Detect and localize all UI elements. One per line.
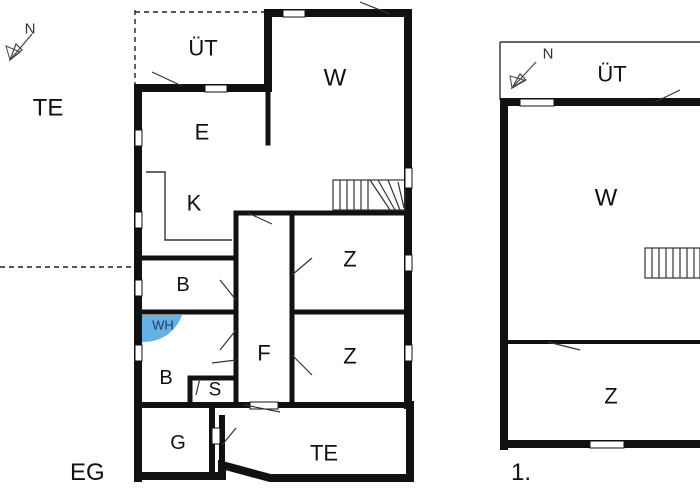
room-label-bedroom-lower: Z bbox=[343, 344, 356, 369]
stairs-ground bbox=[332, 179, 406, 211]
compass-icon bbox=[5, 33, 33, 62]
room-label-hallway: F bbox=[257, 341, 270, 366]
room-label-bedroom-first: Z bbox=[604, 384, 617, 409]
room-label-bath-lower: B bbox=[159, 367, 172, 389]
room-label-living-first: W bbox=[595, 185, 618, 212]
inner-walls bbox=[139, 85, 411, 408]
compass-north-label-first: N bbox=[543, 46, 554, 63]
compass-icon-first bbox=[509, 61, 537, 90]
room-label-terrace-west: TE bbox=[33, 95, 64, 122]
room-label-garage: G bbox=[170, 432, 186, 454]
kitchen-counter bbox=[146, 171, 232, 241]
compass-north-label: N bbox=[25, 21, 36, 38]
room-label-bedroom-upper: Z bbox=[343, 247, 356, 272]
door-swings-ground bbox=[151, 1, 391, 446]
balcony-outline bbox=[499, 41, 700, 100]
room-label-bath-upper: B bbox=[176, 274, 189, 296]
room-label-terrace-south: TE bbox=[310, 441, 338, 466]
door-swings-first bbox=[547, 89, 681, 351]
room-label-outside-top: ÜT bbox=[188, 36, 217, 61]
terrace-west-outline bbox=[0, 10, 268, 268]
stairs-first bbox=[644, 247, 700, 279]
first-floor-walls bbox=[500, 98, 700, 450]
room-label-storage: S bbox=[209, 380, 222, 401]
floor-label-first: 1. bbox=[511, 459, 531, 486]
water-heater-symbol bbox=[142, 315, 182, 343]
room-label-dining: E bbox=[195, 120, 210, 145]
room-label-outside-top-first: ÜT bbox=[597, 62, 626, 87]
room-label-living: W bbox=[324, 65, 347, 92]
first-floor: N ÜT W Z 1. bbox=[499, 41, 700, 486]
windows-ground bbox=[134, 9, 413, 445]
room-label-kitchen: K bbox=[187, 191, 202, 216]
ground-floor: TE ÜT W E K B WH B S F Z Z G TE EG N bbox=[0, 1, 414, 486]
windows-first bbox=[519, 98, 625, 449]
floor-label-ground: EG bbox=[70, 459, 105, 486]
room-label-water-heater: WH bbox=[152, 318, 174, 333]
